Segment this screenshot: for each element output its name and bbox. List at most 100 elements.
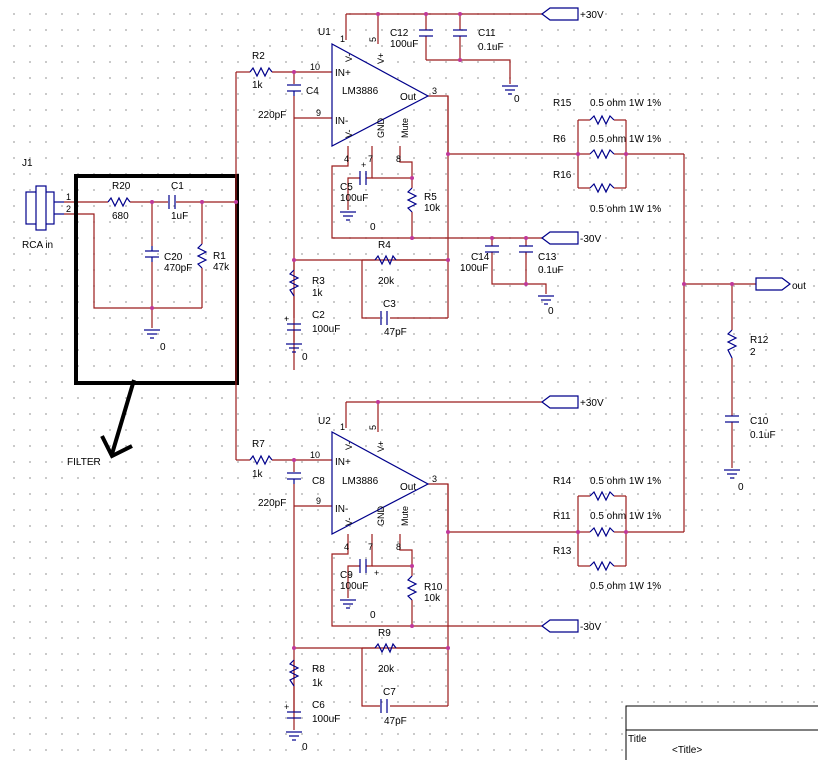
capacitor-c8: C8 220pF [258,472,325,509]
c5-ref: C5 [340,182,353,193]
c4-value: 220pF [258,110,286,121]
u2-in-minus: IN- [335,504,348,515]
resistor-r13: R13 0.5 ohm 1W 1% [553,546,661,592]
opamp-u1: U1 LM3886 IN+ IN- Out 10 9 3 1 5 4 7 8 V… [310,27,437,164]
r13-ref: R13 [553,546,572,557]
r1-value: 47k [213,262,230,273]
r4-ref: R4 [378,240,391,251]
u2-mute: Mute [400,506,410,526]
resistor-r11: R11 0.5 ohm 1W 1% [553,511,661,538]
c5-value: 100uF [340,193,368,204]
r16-value: 0.5 ohm 1W 1% [590,204,661,215]
amp-u1-wires [236,13,578,370]
resistor-r6: R6 0.5 ohm 1W 1% [553,134,661,160]
c3-ref: C3 [383,299,396,310]
c20-ref: C20 [164,252,183,263]
c1-value: 1uF [171,211,188,222]
ground-symbol-c6: 0 [286,731,308,753]
c10-ref: C10 [750,416,769,427]
r2-ref: R2 [252,51,265,62]
u2-pin10: 10 [310,450,320,460]
r8-value: 1k [312,678,324,689]
r9-ref: R9 [378,628,391,639]
u1-pin1: 1 [340,34,345,44]
u2-vminus-top: V- [344,441,354,450]
u1-pin7: 7 [368,154,373,164]
ground-label-c9: 0 [370,610,376,621]
u2-pin9: 9 [316,496,321,506]
u1-in-plus: IN+ [335,68,351,79]
title-block: Title <Title> [625,705,818,760]
r7-value: 1k [252,469,264,480]
r15-value: 0.5 ohm 1W 1% [590,98,661,109]
rail-pos-u1: +30V [541,7,604,21]
r12-ref: R12 [750,335,769,346]
c11-value: 0.1uF [478,42,504,53]
capacitor-c9: + C9 100uF [340,559,379,592]
ballast-wires-u2 [577,495,684,567]
r14-ref: R14 [553,476,572,487]
rail-neg-u2: -30V [541,619,601,633]
capacitor-c2: + C2 100uF [284,310,340,335]
filter-highlight-box [74,174,239,385]
j1-value: RCA in [22,240,53,251]
r12-value: 2 [750,347,756,358]
c7-ref: C7 [383,687,396,698]
r20-value: 680 [112,211,129,222]
r3-ref: R3 [312,276,325,287]
amp-u2-wires [236,401,578,730]
c6-value: 100uF [312,714,340,725]
u2-pin1: 1 [340,422,345,432]
output-wires [683,154,756,532]
r5-ref: R5 [424,192,437,203]
c11-ref: C11 [478,28,496,39]
ballast-wires-u1 [577,119,684,189]
resistor-r12: R12 2 [726,329,769,359]
capacitor-c5: + C5 100uF [340,160,368,204]
ground-symbol-c2: 0 [286,343,308,363]
resistor-r20: R20 680 [107,181,131,222]
ground-symbol-u1-supply: 0 [502,85,520,105]
j1-pin2: 2 [66,204,71,214]
ground-symbol-c5: 0 [340,211,376,233]
c6-ref: C6 [312,700,325,711]
ground-label-c2: 0 [302,352,308,363]
u2-part: LM3886 [342,476,379,487]
c2-value: 100uF [312,324,340,335]
u1-pin8: 8 [396,154,401,164]
c5-plus: + [361,160,366,170]
u2-vplus: V+ [376,441,386,452]
r8-ref: R8 [312,664,325,675]
r10-ref: R10 [424,582,443,593]
u2-pin3: 3 [432,474,437,484]
r16-ref: R16 [553,170,572,181]
title-label: Title [628,734,647,745]
filter-arrow [110,379,136,455]
c2-plus: + [284,314,289,324]
c4-ref: C4 [306,86,319,97]
ground-symbol-c10: 0 [724,469,744,493]
c6-plus: + [284,702,289,712]
resistor-r3: R3 1k [288,269,325,299]
ground-symbol-c9: 0 [340,599,376,621]
c14-ref: C14 [471,252,490,263]
ground-symbol-filter: 0 [144,329,166,353]
u1-part: LM3886 [342,86,379,97]
j1-ref: J1 [22,158,33,169]
r10-value: 10k [424,593,441,604]
pos-rail-label-u1: +30V [580,10,604,21]
r11-ref: R11 [553,511,571,522]
u2-in-plus: IN+ [335,457,351,468]
ground-symbol-c13: 0 [538,295,554,317]
u2-out-label: Out [400,482,416,493]
ground-label-c13: 0 [548,306,554,317]
r11-value: 0.5 ohm 1W 1% [590,511,661,522]
resistor-r10: R10 10k [406,575,443,604]
u2-ref: U2 [318,416,331,427]
c10-value: 0.1uF [750,430,776,441]
rca-input-connector-j1: J1 RCA in 1 2 [22,158,71,251]
c14-value: 100uF [460,263,488,274]
resistor-r8: R8 1k [288,659,325,689]
c13-ref: C13 [538,252,557,263]
c9-value: 100uF [340,581,368,592]
